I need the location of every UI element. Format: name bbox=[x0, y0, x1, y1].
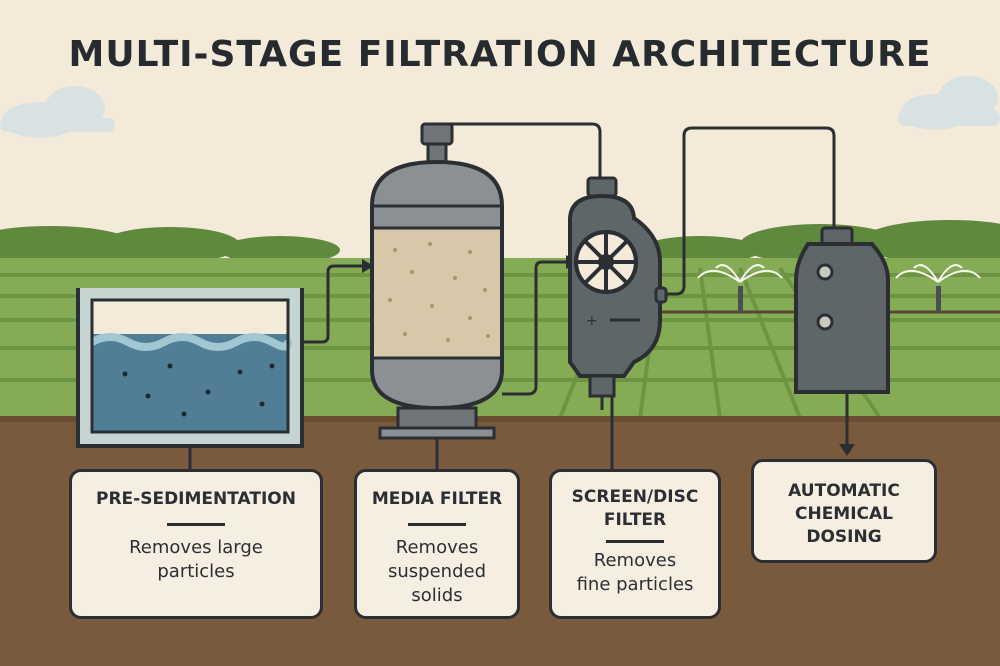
card-screen-disc-filter: SCREEN/DISC FILTER Removes fine particle… bbox=[549, 469, 721, 619]
stage-name: PRE-SEDIMENTATION bbox=[96, 489, 296, 509]
cloud-left bbox=[0, 86, 115, 138]
svg-text:+: + bbox=[586, 313, 598, 329]
sprinkler-right bbox=[895, 264, 981, 312]
card-automatic-chemical-dosing: AUTOMATIC CHEMICAL DOSING bbox=[751, 459, 937, 563]
tree-line bbox=[0, 220, 1000, 270]
media-filter-tank bbox=[370, 122, 504, 470]
card-media-filter: MEDIA FILTER Removes suspended solids bbox=[354, 469, 520, 619]
sedimentation-basin bbox=[76, 288, 304, 470]
pipes bbox=[302, 122, 836, 396]
stage-description: Removes fine particles bbox=[576, 550, 694, 595]
cloud-right bbox=[898, 76, 1000, 130]
stage-name: SCREEN/DISC FILTER bbox=[571, 487, 699, 530]
screen-disc-filter: + bbox=[568, 176, 668, 470]
divider bbox=[606, 540, 664, 543]
card-pre-sedimentation: PRE-SEDIMENTATION Removes large particle… bbox=[69, 469, 323, 619]
sprinkler-left bbox=[697, 264, 783, 312]
chemical-dosing-unit bbox=[794, 226, 890, 446]
stage-name: MEDIA FILTER bbox=[371, 489, 503, 509]
stage-name: AUTOMATIC CHEMICAL DOSING bbox=[788, 481, 900, 547]
stage-description: Removes suspended solids bbox=[388, 537, 486, 606]
page-title: MULTI-STAGE FILTRATION ARCHITECTURE bbox=[68, 34, 932, 75]
divider bbox=[167, 523, 225, 526]
stage-description: Removes large particles bbox=[129, 537, 263, 582]
divider bbox=[408, 523, 466, 526]
